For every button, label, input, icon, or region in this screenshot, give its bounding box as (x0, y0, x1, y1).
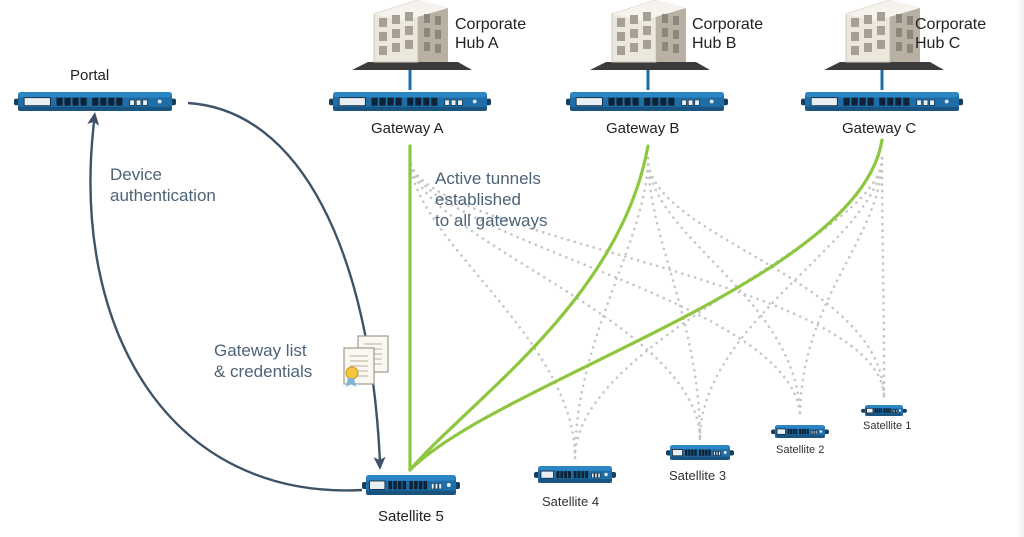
satellite-5-appliance (362, 475, 460, 495)
arrow-satellite-to-portal (89, 121, 363, 492)
device-auth-line1: Device (110, 165, 162, 184)
building-icon (824, 0, 944, 90)
satellite-2-appliance (771, 425, 829, 438)
device-auth-line2: authentication (110, 186, 216, 205)
dotted-link-c-s4 (573, 156, 884, 460)
active-tunnels (408, 138, 884, 472)
gateway-list-note: Gateway list & credentials (214, 340, 312, 382)
hub-b-label-line2: Hub B (692, 35, 737, 52)
dotted-link-a-s2 (408, 156, 802, 420)
gateway-list-line1: Gateway list (214, 341, 307, 360)
dotted-link-c-s2 (798, 156, 884, 420)
dotted-link-b-s3 (646, 156, 702, 442)
satellite-4-appliance (534, 466, 616, 483)
dotted-connections (408, 156, 886, 460)
dotted-link-b-s2 (646, 156, 802, 420)
hub-b-label-line1: Corporate (692, 16, 764, 33)
buildings (352, 0, 944, 90)
portal-label: Portal (70, 67, 110, 84)
arrow-portal-to-satellite (187, 101, 382, 463)
tunnel-gateway-b (408, 144, 650, 472)
gateway-a-appliance (329, 92, 491, 111)
hub-c-label-line1: Corporate (915, 16, 987, 33)
hub-c-label-line2: Hub C (915, 35, 961, 52)
hub-b-label: Corporate Hub B (692, 15, 763, 53)
right-edge-shade (1016, 0, 1024, 537)
devices (14, 92, 963, 495)
gateway-list-line2: & credentials (214, 362, 313, 381)
hub-a-label-line1: Corporate (455, 16, 527, 33)
device-authentication-note: Device authentication (110, 164, 216, 206)
gateway-a-label: Gateway A (371, 120, 444, 137)
portal-appliance (14, 92, 176, 111)
building-icon (352, 0, 472, 90)
satellite-3-label: Satellite 3 (669, 468, 727, 483)
hub-a-label: Corporate Hub A (455, 15, 526, 53)
arrowhead-icon (373, 456, 386, 470)
hub-c-label: Corporate Hub C (915, 15, 986, 53)
tunnels-line3: to all gateways (435, 211, 548, 230)
gateway-b-appliance (566, 92, 728, 111)
certificate-document-icon (343, 335, 389, 387)
arrowhead-icon (87, 112, 100, 126)
gateway-c-label: Gateway C (842, 120, 917, 137)
active-tunnels-note: Active tunnels established to all gatewa… (435, 168, 547, 231)
dotted-link-b-s1 (646, 156, 886, 400)
satellite-1-appliance (861, 405, 907, 416)
dotted-link-c-s3 (698, 156, 884, 442)
satellite-2-label: Satellite 2 (776, 444, 825, 456)
satellite-1-label: Satellite 1 (863, 420, 912, 432)
building-icon (590, 0, 710, 90)
tunnels-line1: Active tunnels (435, 169, 541, 188)
hub-a-label-line2: Hub A (455, 35, 499, 52)
satellite-3-appliance (666, 445, 734, 460)
tunnels-line2: established (435, 190, 522, 209)
satellite-5-label: Satellite 5 (378, 508, 444, 525)
gateway-c-appliance (801, 92, 963, 111)
satellite-4-label: Satellite 4 (542, 494, 600, 509)
dotted-link-b-s4 (573, 156, 650, 460)
gateway-b-label: Gateway B (606, 120, 680, 137)
dotted-link-a-s3 (408, 156, 702, 442)
auth-arrows (87, 101, 386, 492)
tunnel-gateway-c (408, 138, 884, 472)
dotted-link-c-s1 (880, 156, 886, 400)
